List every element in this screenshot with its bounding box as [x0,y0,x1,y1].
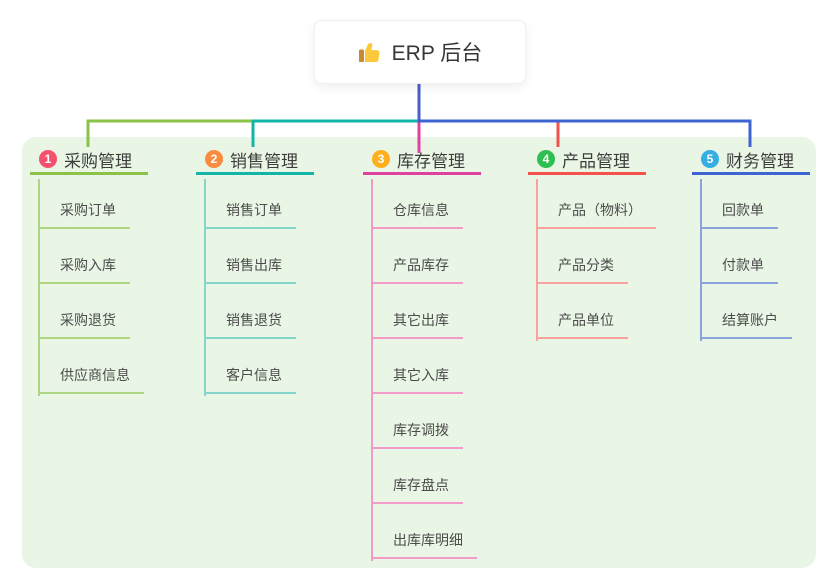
branch-1-header[interactable]: 1 采购管理 [30,146,148,175]
branch-1-item-3[interactable]: 采购退货 [38,307,130,339]
branch-5-number-badge: 5 [701,150,719,168]
branch-2-item-3[interactable]: 销售退货 [204,307,296,339]
branch-1-item-4[interactable]: 供应商信息 [38,362,144,394]
branch-3-label: 库存管理 [397,151,465,171]
branch-2-item-4[interactable]: 客户信息 [204,362,296,394]
branch-3-item-7[interactable]: 出库库明细 [371,527,477,559]
branch-1-number-badge: 1 [39,150,57,168]
branch-4-item-3[interactable]: 产品单位 [536,307,628,339]
branch-2-header[interactable]: 2 销售管理 [196,146,314,175]
branch-4-item-1[interactable]: 产品（物料） [536,197,656,229]
canvas-panel [22,137,816,568]
branch-3-number-badge: 3 [372,150,390,168]
branch-4-number-badge: 4 [537,150,555,168]
branch-2-label: 销售管理 [230,151,298,171]
branch-3-item-4[interactable]: 其它入库 [371,362,463,394]
thumbs-up-icon [358,40,382,64]
branch-5-item-2[interactable]: 付款单 [700,252,778,284]
branch-4-item-2[interactable]: 产品分类 [536,252,628,284]
root-node[interactable]: ERP 后台 [314,20,526,84]
branch-3-child-connector [371,179,373,561]
branch-2-number-badge: 2 [205,150,223,168]
branch-3-item-2[interactable]: 产品库存 [371,252,463,284]
branch-2-item-2[interactable]: 销售出库 [204,252,296,284]
branch-5-label: 财务管理 [726,151,794,171]
branch-1-item-1[interactable]: 采购订单 [38,197,130,229]
branch-3-header[interactable]: 3 库存管理 [363,146,481,175]
root-node-label: ERP 后台 [391,42,483,65]
branch-5-item-1[interactable]: 回款单 [700,197,778,229]
branch-3-item-5[interactable]: 库存调拨 [371,417,463,449]
branch-3-item-6[interactable]: 库存盘点 [371,472,463,504]
branch-5-header[interactable]: 5 财务管理 [692,146,810,175]
branch-4-child-connector [536,179,538,341]
branch-2-item-1[interactable]: 销售订单 [204,197,296,229]
branch-4-header[interactable]: 4 产品管理 [528,146,646,175]
branch-1-label: 采购管理 [64,151,132,171]
branch-1-child-connector [38,179,40,396]
branch-5-item-3[interactable]: 结算账户 [700,307,792,339]
branch-3-item-1[interactable]: 仓库信息 [371,197,463,229]
branch-1-item-2[interactable]: 采购入库 [38,252,130,284]
branch-3-item-3[interactable]: 其它出库 [371,307,463,339]
branch-2-child-connector [204,179,206,396]
branch-5-child-connector [700,179,702,341]
branch-4-label: 产品管理 [562,151,630,171]
